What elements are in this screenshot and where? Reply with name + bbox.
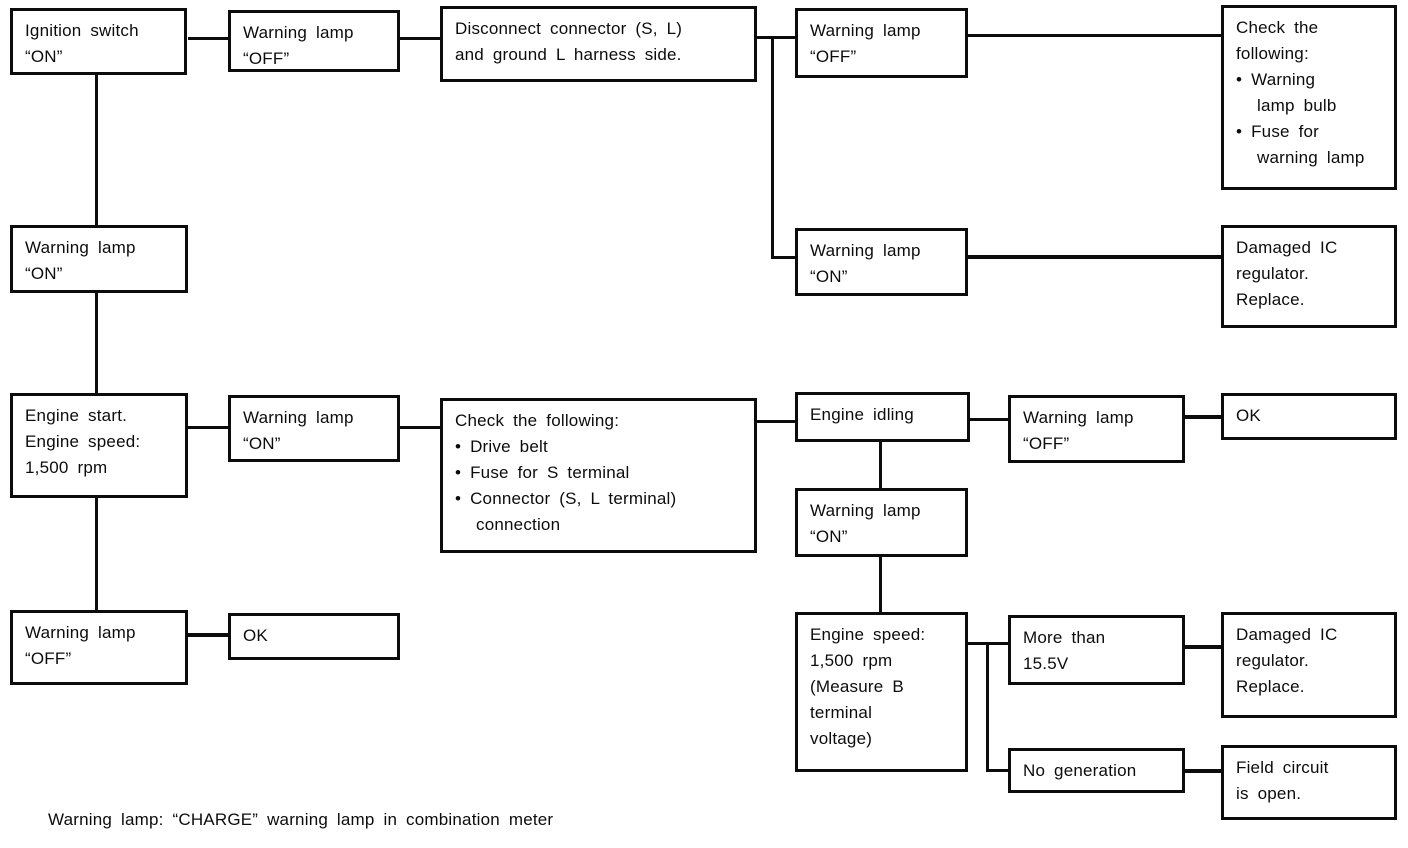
connector-engine-to-lampon3 (188, 426, 228, 429)
node-field-circuit-open-line-1: is open. (1236, 784, 1302, 803)
node-warning-lamp-on-2-line-0: Warning lamp (810, 241, 921, 260)
node-damaged-ic-regulator-1: Damaged IC regulator. Replace. (1221, 225, 1397, 328)
connector-lampon4-down-to-speed (879, 557, 882, 612)
node-warning-lamp-on-4-line-0: Warning lamp (810, 501, 921, 520)
connector-disconnect-branch-down (771, 36, 774, 259)
node-check-charging-items-line-3: • Connector (S, L terminal) (455, 489, 677, 508)
node-warning-lamp-off-1-line-1: “OFF” (243, 49, 290, 68)
connector-branch-to-lampon2 (771, 256, 795, 259)
node-warning-lamp-off-1: Warning lamp “OFF” (228, 10, 400, 72)
node-no-generation: No generation (1008, 748, 1185, 793)
node-engine-speed-measure-b-line-0: Engine speed: (810, 625, 926, 644)
node-warning-lamp-off-3: Warning lamp “OFF” (1008, 395, 1185, 463)
connector-lampon3-to-check2 (400, 426, 440, 429)
node-check-warning-lamp-items-line-3: lamp bulb (1257, 96, 1337, 115)
node-damaged-ic-regulator-2: Damaged IC regulator. Replace. (1221, 612, 1397, 718)
node-check-charging-items-line-2: • Fuse for S terminal (455, 463, 630, 482)
node-warning-lamp-off-3-line-0: Warning lamp (1023, 408, 1134, 427)
node-warning-lamp-on-1-line-0: Warning lamp (25, 238, 136, 257)
node-engine-speed-measure-b-line-4: voltage) (810, 729, 873, 748)
node-check-charging-items-line-0: Check the following: (455, 411, 620, 430)
node-warning-lamp-on-3-line-1: “ON” (243, 434, 281, 453)
node-warning-lamp-off-4-line-1: “OFF” (25, 649, 72, 668)
node-damaged-ic-regulator-1-line-0: Damaged IC (1236, 238, 1338, 257)
footnote-warning-lamp-definition: Warning lamp: “CHARGE” warning lamp in c… (48, 810, 554, 829)
node-warning-lamp-on-4-line-1: “ON” (810, 527, 848, 546)
node-check-warning-lamp-items: Check the following: • Warning lamp bulb • F… (1221, 5, 1397, 190)
connector-disconnect-to-lampoff2 (757, 36, 795, 39)
node-warning-lamp-on-1: Warning lamp “ON” (10, 225, 188, 293)
node-field-circuit-open: Field circuit is open. (1221, 745, 1397, 820)
node-warning-lamp-on-2-line-1: “ON” (810, 267, 848, 286)
connector-idling-down-to-lampon4 (879, 442, 882, 488)
connector-ignition-down-to-lampon1 (95, 75, 98, 225)
node-engine-idling-line-0: Engine idling (810, 405, 914, 424)
node-ok-2: OK (228, 613, 400, 660)
connector-branch-to-nogeneration (986, 769, 1008, 772)
connector-engine-down-to-lampoff4 (95, 498, 98, 610)
node-warning-lamp-on-4: Warning lamp “ON” (795, 488, 968, 557)
node-engine-speed-measure-b-line-3: terminal (810, 703, 873, 722)
connector-lampon1-down-to-engine (95, 293, 98, 393)
node-engine-speed-measure-b-line-1: 1,500 rpm (810, 651, 893, 670)
node-damaged-ic-regulator-1-line-1: regulator. (1236, 264, 1309, 283)
connector-idling-to-lampoff3 (970, 418, 1008, 421)
node-warning-lamp-on-2: Warning lamp “ON” (795, 228, 968, 296)
node-check-charging-items-line-1: • Drive belt (455, 437, 548, 456)
node-check-charging-items-line-4: connection (476, 515, 561, 534)
node-warning-lamp-off-2-line-0: Warning lamp (810, 21, 921, 40)
node-damaged-ic-regulator-1-line-2: Replace. (1236, 290, 1305, 309)
node-warning-lamp-off-4-line-0: Warning lamp (25, 623, 136, 642)
node-warning-lamp-on-1-line-1: “ON” (25, 264, 63, 283)
node-check-charging-items: Check the following: • Drive belt • Fuse f… (440, 398, 757, 553)
node-ignition-switch-on-line-0: Ignition switch (25, 21, 139, 40)
node-warning-lamp-on-3-line-0: Warning lamp (243, 408, 354, 427)
node-engine-start-line-2: 1,500 rpm (25, 458, 108, 477)
node-damaged-ic-regulator-2-line-1: regulator. (1236, 651, 1309, 670)
connector-lampoff2-to-check (968, 34, 1221, 37)
node-more-than-15-5v: More than 15.5V (1008, 615, 1185, 685)
node-warning-lamp-off-3-line-1: “OFF” (1023, 434, 1070, 453)
node-engine-start: Engine start. Engine speed: 1,500 rpm (10, 393, 188, 498)
node-warning-lamp-off-2: Warning lamp “OFF” (795, 8, 968, 78)
node-disconnect-connector-line-1: and ground L harness side. (455, 45, 682, 64)
node-engine-speed-measure-b: Engine speed: 1,500 rpm (Measure B terminal… (795, 612, 968, 772)
node-engine-idling: Engine idling (795, 392, 970, 442)
node-ignition-switch-on: Ignition switch “ON” (10, 8, 187, 75)
node-more-than-15-5v-line-1: 15.5V (1023, 654, 1069, 673)
node-warning-lamp-off-4: Warning lamp “OFF” (10, 610, 188, 685)
node-ignition-switch-on-line-1: “ON” (25, 47, 63, 66)
connector-morethan-to-damaged2 (1185, 645, 1221, 649)
connector-check2-to-idling (757, 420, 795, 423)
connector-lampoff1-to-disconnect (400, 37, 440, 40)
node-ok-2-line-0: OK (243, 626, 268, 645)
node-disconnect-connector: Disconnect connector (S, L) and ground L … (440, 6, 757, 82)
node-warning-lamp-off-1-line-0: Warning lamp (243, 23, 354, 42)
node-warning-lamp-off-2-line-1: “OFF” (810, 47, 857, 66)
node-engine-start-line-0: Engine start. (25, 406, 128, 425)
node-check-warning-lamp-items-line-0: Check the (1236, 18, 1319, 37)
node-check-warning-lamp-items-line-2: • Warning (1236, 70, 1316, 89)
connector-lampoff3-to-ok1 (1185, 415, 1221, 419)
node-check-warning-lamp-items-line-4: • Fuse for (1236, 122, 1320, 141)
node-no-generation-line-0: No generation (1023, 761, 1137, 780)
node-damaged-ic-regulator-2-line-2: Replace. (1236, 677, 1305, 696)
node-engine-speed-measure-b-line-2: (Measure B (810, 677, 904, 696)
node-damaged-ic-regulator-2-line-0: Damaged IC (1236, 625, 1338, 644)
connector-lampoff4-to-ok2 (188, 633, 228, 637)
node-more-than-15-5v-line-0: More than (1023, 628, 1106, 647)
connector-lampon2-to-damaged1 (968, 255, 1221, 259)
connector-speed-branch-down (986, 642, 989, 772)
node-ok-1-line-0: OK (1236, 406, 1261, 425)
connector-ignition-to-lampoff1 (188, 37, 228, 40)
connector-nogeneration-to-field (1185, 769, 1221, 773)
node-field-circuit-open-line-0: Field circuit (1236, 758, 1329, 777)
node-disconnect-connector-line-0: Disconnect connector (S, L) (455, 19, 683, 38)
node-check-warning-lamp-items-line-1: following: (1236, 44, 1309, 63)
node-check-warning-lamp-items-line-5: warning lamp (1257, 148, 1365, 167)
node-ok-1: OK (1221, 393, 1397, 440)
node-warning-lamp-on-3: Warning lamp “ON” (228, 395, 400, 462)
node-engine-start-line-1: Engine speed: (25, 432, 141, 451)
